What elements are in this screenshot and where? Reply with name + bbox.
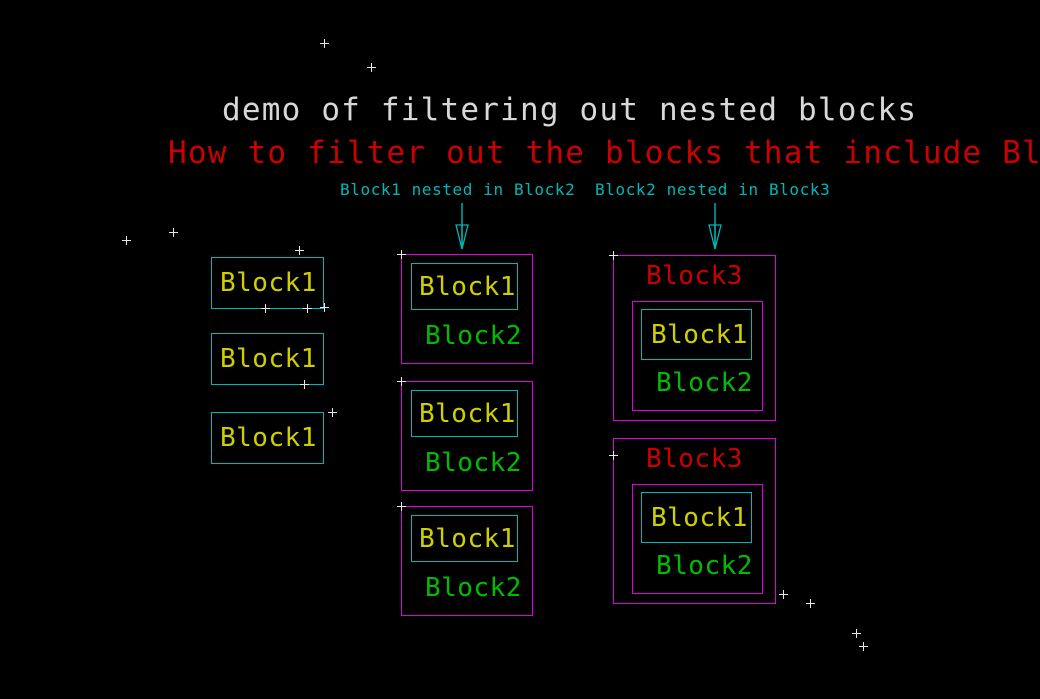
page-subtitle-question: How to filter out the blocks that includ… bbox=[168, 135, 1040, 171]
block1-standalone-box[interactable]: Block1 bbox=[211, 412, 324, 464]
node-marker-icon bbox=[806, 599, 815, 608]
node-marker-icon bbox=[779, 590, 788, 599]
block1-nested-box[interactable]: Block1 bbox=[641, 492, 752, 543]
block1-nested-box[interactable]: Block1 bbox=[641, 309, 752, 360]
block1-label: Block1 bbox=[651, 503, 748, 533]
block2-container-box[interactable]: Block1 Block2 bbox=[401, 254, 533, 364]
node-marker-icon bbox=[328, 408, 337, 417]
block2-nested-box[interactable]: Block1 Block2 bbox=[632, 301, 763, 411]
node-marker-icon bbox=[852, 629, 861, 638]
block2-container-box[interactable]: Block1 Block2 bbox=[401, 381, 533, 491]
block2-label: Block2 bbox=[656, 551, 753, 581]
arrow-down-icon-to-block3-column bbox=[708, 203, 722, 250]
caption-block1-nested-in-block2: Block1 nested in Block2 bbox=[340, 180, 576, 199]
block2-container-box[interactable]: Block1 Block2 bbox=[401, 506, 533, 616]
node-marker-icon bbox=[169, 228, 178, 237]
block1-nested-box[interactable]: Block1 bbox=[411, 263, 518, 310]
block1-label: Block1 bbox=[220, 344, 317, 374]
block3-container-box[interactable]: Block3 Block1 Block2 bbox=[613, 438, 776, 604]
page-title: demo of filtering out nested blocks bbox=[222, 92, 918, 128]
block2-label: Block2 bbox=[425, 573, 522, 603]
block1-label: Block1 bbox=[419, 399, 516, 429]
block2-label: Block2 bbox=[425, 448, 522, 478]
block3-container-box[interactable]: Block3 Block1 Block2 bbox=[613, 255, 776, 421]
node-marker-icon bbox=[320, 39, 329, 48]
block1-label: Block1 bbox=[220, 268, 317, 298]
block2-nested-box[interactable]: Block1 Block2 bbox=[632, 484, 763, 594]
block1-label: Block1 bbox=[419, 272, 516, 302]
node-marker-icon bbox=[367, 63, 376, 72]
caption-block2-nested-in-block3: Block2 nested in Block3 bbox=[595, 180, 831, 199]
block2-label: Block2 bbox=[656, 368, 753, 398]
node-marker-icon bbox=[122, 236, 131, 245]
block2-label: Block2 bbox=[425, 321, 522, 351]
block1-standalone-box[interactable]: Block1 bbox=[211, 333, 324, 385]
block1-nested-box[interactable]: Block1 bbox=[411, 390, 518, 437]
block3-label: Block3 bbox=[646, 444, 743, 474]
block1-label: Block1 bbox=[220, 423, 317, 453]
node-marker-icon bbox=[295, 246, 304, 255]
block3-label: Block3 bbox=[646, 261, 743, 291]
arrow-down-icon-to-block2-column bbox=[455, 203, 469, 250]
block1-label: Block1 bbox=[651, 320, 748, 350]
node-marker-icon bbox=[859, 642, 868, 651]
block1-nested-box[interactable]: Block1 bbox=[411, 515, 518, 562]
block1-standalone-box[interactable]: Block1 bbox=[211, 257, 324, 309]
block1-label: Block1 bbox=[419, 524, 516, 554]
